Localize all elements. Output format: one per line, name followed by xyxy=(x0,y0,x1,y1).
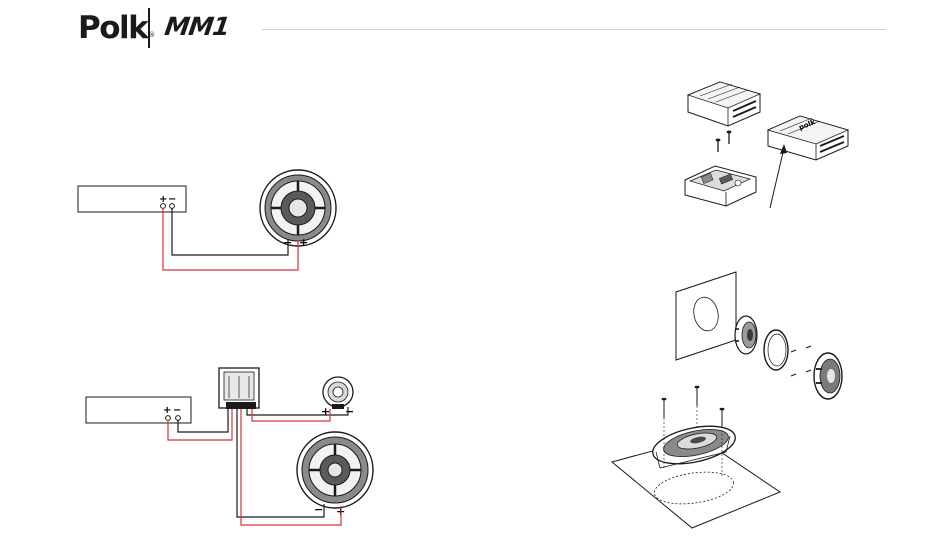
oval-speaker-install-diagram xyxy=(612,386,780,528)
tweeter-negative-label: − xyxy=(345,405,354,418)
amp2-terminal-negative xyxy=(176,416,181,421)
amp-speaker-diagram: + − − + xyxy=(78,170,336,270)
tweeter-positive-label: + xyxy=(321,405,330,418)
component-speaker xyxy=(735,316,757,354)
amp-to-crossover-negative xyxy=(178,409,228,432)
mounting-panel xyxy=(676,272,736,360)
screw-marks xyxy=(791,346,811,376)
crossover-cover-top xyxy=(688,82,760,126)
crossover-drawing xyxy=(219,368,259,409)
amp2-positive-label: + xyxy=(163,405,171,416)
coaxial-speaker-drawing xyxy=(260,170,336,246)
woofer-drawing xyxy=(297,432,373,508)
mounting-screws xyxy=(716,131,732,153)
callout-arrow xyxy=(770,148,784,208)
crossover-assembly-diagram: polk xyxy=(685,82,848,208)
amp-crossover-diagram: + − + − xyxy=(86,368,373,525)
speaker-mounting-diagram xyxy=(676,272,842,399)
amp2-negative-label: − xyxy=(173,405,181,416)
speaker-grille xyxy=(814,353,842,399)
amp-negative-label: − xyxy=(168,194,176,205)
speaker-positive-label: + xyxy=(299,236,308,249)
crossover-base xyxy=(685,166,756,206)
trim-ring xyxy=(764,330,788,370)
woofer-negative-label: − xyxy=(314,503,323,516)
amp-positive-label: + xyxy=(159,194,167,205)
amp2-terminal-positive xyxy=(166,416,171,421)
crossover-assembled: polk xyxy=(768,116,848,160)
